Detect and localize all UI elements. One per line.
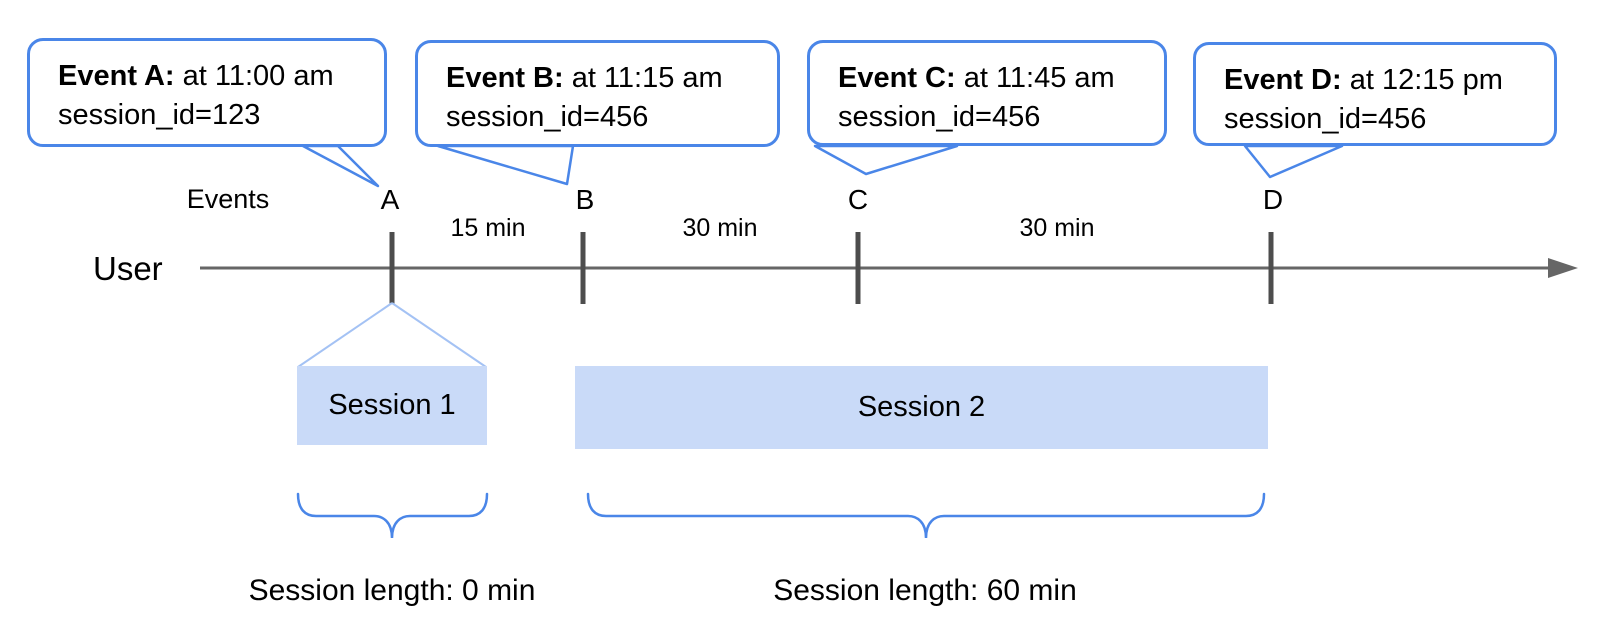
session2-bar: Session 2 (575, 366, 1268, 449)
event-title: Event D: (1224, 64, 1342, 96)
interval-label: 30 min (682, 214, 758, 242)
session1-connector-right (391, 302, 487, 368)
user-label: User (93, 250, 163, 287)
session1-brace (296, 492, 489, 539)
event-session-id: session_id=123 (58, 99, 261, 131)
event-title: Event B: (446, 62, 564, 94)
event-session-id: session_id=456 (446, 101, 649, 133)
bubble-tail-a (301, 144, 380, 188)
bubble-line1: Event C: at 11:45 am (838, 59, 1164, 98)
event-time: at 11:00 am (174, 60, 334, 92)
session1-length-label: Session length: 0 min (248, 574, 536, 607)
session1-connector-left (297, 302, 393, 368)
event-time: at 11:15 am (563, 62, 723, 94)
event-time: at 11:45 am (955, 62, 1115, 94)
session2-label: Session 2 (857, 391, 986, 423)
event-letter-a: A (380, 184, 400, 215)
bubble-tail-b (436, 144, 575, 186)
event-title: Event C: (838, 62, 956, 94)
event-letter-d: D (1262, 184, 1284, 215)
session2-length-label: Session length: 60 min (773, 574, 1077, 607)
event-bubble-c: Event C: at 11:45 am session_id=456 (807, 40, 1167, 146)
interval-label: 15 min (450, 214, 526, 242)
event-letter-c: C (847, 184, 869, 215)
bubble-line1: Event A: at 11:00 am (58, 57, 384, 96)
events-label: Events (186, 184, 270, 214)
bubble-line1: Event B: at 11:15 am (446, 59, 777, 98)
event-bubble-a: Event A: at 11:00 am session_id=123 (27, 38, 387, 147)
event-letter-b: B (575, 184, 595, 215)
event-session-id: session_id=456 (1224, 103, 1427, 135)
session2-brace (586, 492, 1266, 539)
event-session-id: session_id=456 (838, 101, 1041, 133)
interval-label: 30 min (1019, 214, 1095, 242)
session1-bar: Session 1 (297, 366, 487, 445)
session1-label: Session 1 (328, 389, 456, 421)
bubble-line1: Event D: at 12:15 pm (1224, 61, 1554, 100)
event-time: at 12:15 pm (1341, 64, 1503, 96)
timeline-arrowhead-icon (1548, 258, 1578, 278)
bubble-tail-c (813, 144, 959, 176)
bubble-tail-d (1243, 144, 1344, 179)
event-bubble-d: Event D: at 12:15 pm session_id=456 (1193, 42, 1557, 146)
event-bubble-b: Event B: at 11:15 am session_id=456 (415, 40, 780, 147)
event-title: Event A: (58, 60, 175, 92)
